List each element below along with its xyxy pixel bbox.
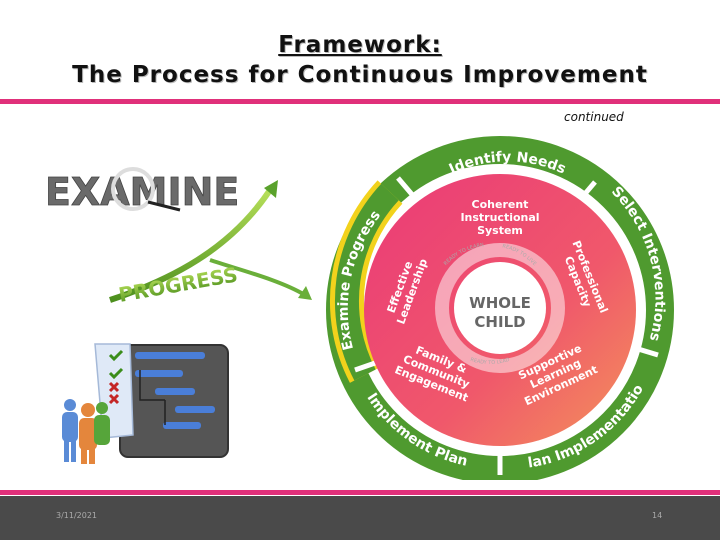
planning-checklist-graphic (55, 340, 235, 470)
examine-progress-graphic: EXAMINE PROGRESS (40, 160, 350, 310)
footer-date: 3/11/2021 (56, 511, 97, 520)
title-line-2: The Process for Continuous Improvement (0, 62, 720, 88)
whole-child-wheel: Identify Needs Select Interventions Plan… (320, 130, 700, 480)
footer-bar (0, 496, 720, 540)
title-line-1: Framework: (0, 32, 720, 58)
inner-label-coherent: Coherent (472, 198, 529, 211)
inner-label-system: System (477, 224, 523, 237)
people-icon (62, 399, 110, 464)
page-number: 14 (652, 511, 662, 520)
inner-label-instructional: Instructional (460, 211, 539, 224)
header-divider (0, 99, 720, 104)
continued-label: continued (564, 110, 624, 124)
footer-divider (0, 490, 720, 495)
center-child: CHILD (474, 313, 525, 331)
center-whole: WHOLE (469, 294, 531, 312)
